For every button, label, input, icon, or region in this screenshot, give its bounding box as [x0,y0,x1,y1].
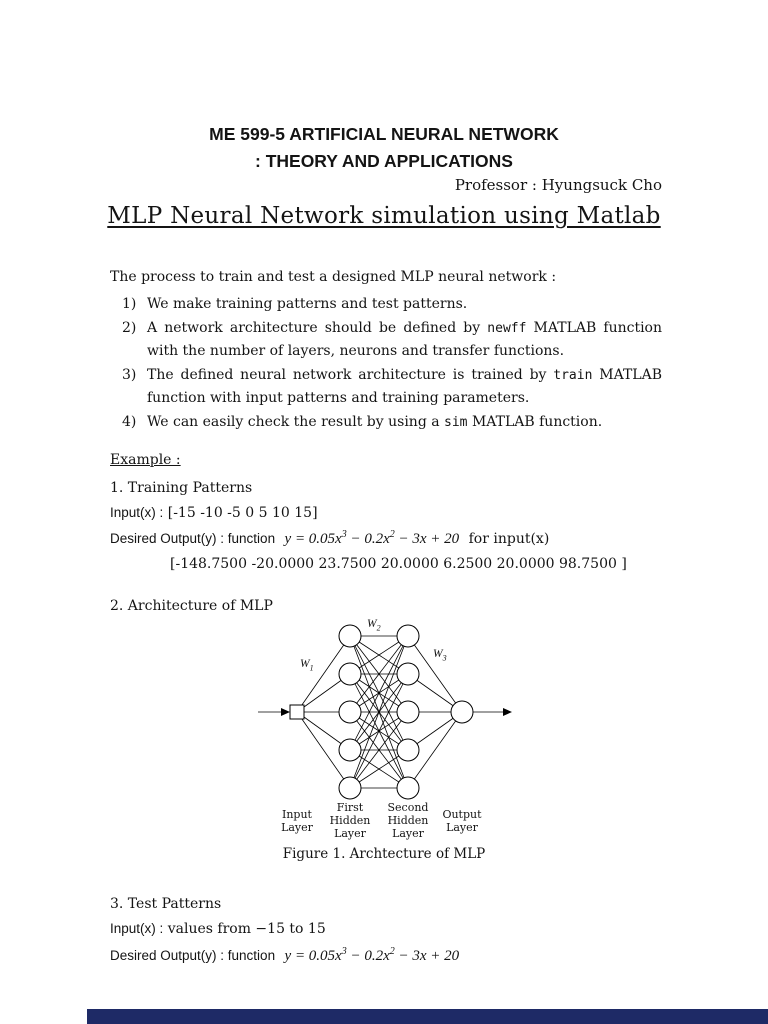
connection-line [349,635,409,675]
output-arrowhead [503,708,512,716]
layer-label-hidden2: Second Hidden Layer [387,801,429,840]
list-item: 4) We can easily check the result by usi… [122,411,662,435]
inline-code: train [553,367,593,383]
list-item-number: 2) [122,319,137,336]
list-item-number: 3) [122,366,137,383]
weight-label-w2: W2 [367,618,381,633]
hidden1-node [338,700,362,724]
course-title-line1: ME 599-5 ARTIFICIAL NEURAL NETWORK [209,124,559,144]
training-output-values: [-148.7500 -20.0000 23.7500 20.0000 6.25… [170,556,627,572]
hidden1-node [338,776,362,800]
list-item-text: We make training patterns and test patte… [147,296,468,312]
list-item: 2) A network architecture should be defi… [122,317,662,364]
layer-label-hidden1: First Hidden Layer [329,801,371,840]
input-values: [-15 -10 -5 0 5 10 15] [167,505,318,521]
training-patterns-heading: 1. Training Patterns [110,480,253,496]
list-item: 1) We make training patterns and test pa… [122,293,662,317]
layer-label-output: Output Layer [442,808,482,834]
output-formula: y = 0.05x3 − 0.2x2 − 3x + 20 [284,529,460,547]
process-steps: 1) We make training patterns and test pa… [122,293,662,434]
test-input-values: values from −15 to 15 [167,921,326,937]
weight-label-w1: W1 [300,658,314,673]
test-patterns-heading: 3. Test Patterns [110,896,222,912]
professor-line: Professor : Hyungsuck Cho [454,176,662,194]
hidden1-node [338,624,362,648]
output-label: Desired Output(y) : function [110,531,276,546]
list-item-number: 4) [122,413,137,430]
next-page-edge [87,1009,768,1024]
hidden2-node [396,624,420,648]
test-output-formula: y = 0.05x3 − 0.2x2 − 3x + 20 [284,946,460,964]
list-item-text: A network architecture should be defined… [147,319,663,360]
hidden1-node [338,662,362,686]
connection-line [349,711,409,789]
hidden2-node [396,776,420,800]
test-input-line: Input(x) : values from −15 to 15 [110,921,326,937]
figure-caption: Figure 1. Archtecture of MLP [282,846,486,862]
output-label: Desired Output(y) : function [110,948,276,963]
connection-line [349,749,409,789]
course-title-line2: : THEORY AND APPLICATIONS [255,151,513,171]
connection-line [349,635,409,713]
example-heading: Example : [110,452,181,468]
test-output-line: Desired Output(y) : function y = 0.05x3 … [110,946,464,965]
connection-line [296,711,351,789]
input-label: Input(x) : [110,921,164,936]
document-heading: MLP Neural Network simulation using Matl… [107,203,661,229]
architecture-heading: 2. Architecture of MLP [110,598,273,614]
layer-label-input: Input Layer [281,808,313,834]
connection-line [349,635,409,789]
list-item-text: The defined neural network architecture … [147,366,662,407]
training-input-line: Input(x) : [-15 -10 -5 0 5 10 15] [110,505,318,521]
course-title: ME 599-5 ARTIFICIAL NEURAL NETWORK : THE… [0,121,768,175]
hidden2-node [396,662,420,686]
connection-line [349,635,409,751]
hidden2-node [396,700,420,724]
input-node [289,704,305,720]
inline-code: newff [487,320,527,336]
connection-line [407,711,463,789]
connection-line [349,673,409,789]
input-arrowhead [281,708,290,716]
list-item: 3) The defined neural network architectu… [122,364,662,411]
intro-paragraph: The process to train and test a designed… [110,269,557,285]
output-node [450,700,474,724]
hidden2-node [396,738,420,762]
hidden1-node [338,738,362,762]
list-item-text: We can easily check the result by using … [147,413,603,430]
connection-line [407,635,463,713]
mlp-diagram: W1 W2 W3 Input Layer First Hidden Layer … [250,616,530,851]
training-output-line: Desired Output(y) : function y = 0.05x3 … [110,529,549,548]
connection-line [296,635,351,713]
output-suffix: for input(x) [468,531,550,547]
weight-label-w3: W3 [433,648,447,663]
input-label: Input(x) : [110,505,164,520]
list-item-number: 1) [122,296,137,312]
inline-code: sim [444,414,468,430]
mlp-network-svg [258,624,512,800]
